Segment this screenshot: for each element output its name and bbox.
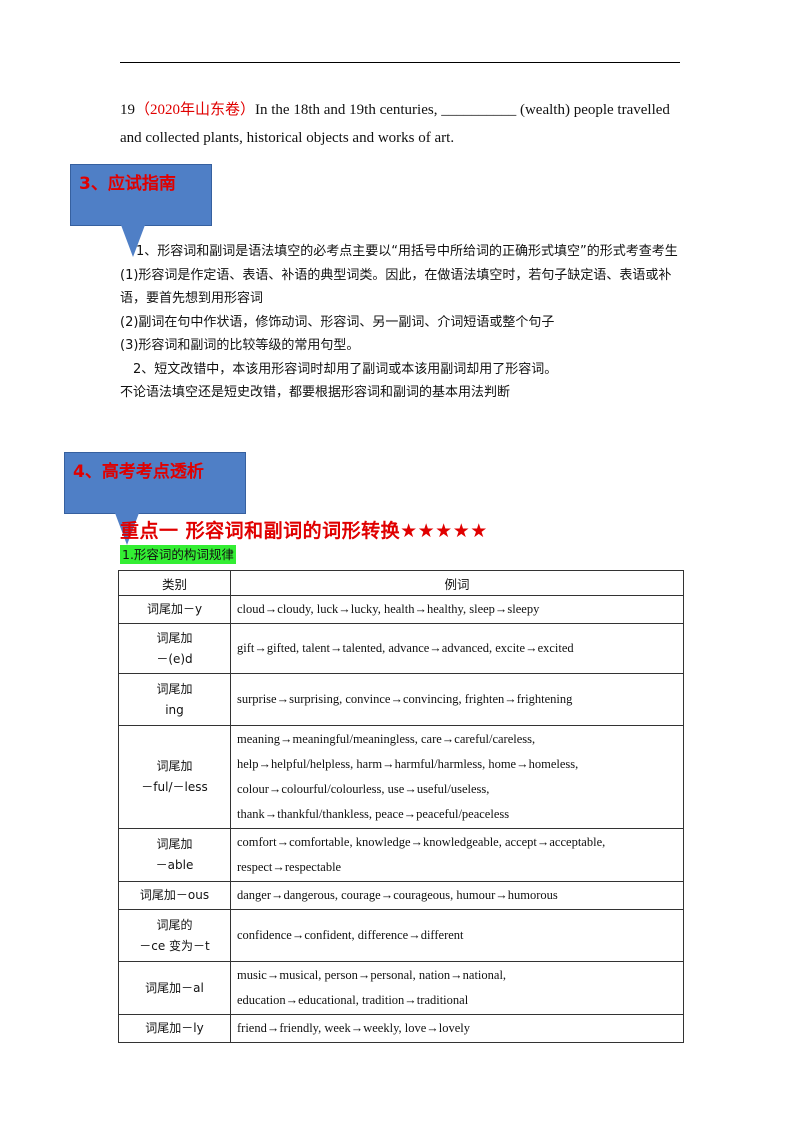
category-cell: 词尾加－(e)d [118,623,231,674]
example-cell: comfort→comfortable, knowledge→knowledge… [230,828,684,882]
table-row: 词尾加－y cloud→cloudy, luck→lucky, health→h… [118,595,684,624]
example-cell: surprise→surprising, convince→convincing… [230,673,684,726]
category-cell: 词尾加－able [118,828,231,882]
guide-text: 1、形容词和副词是语法填空的必考点主要以“用括号中所给词的正确形式填空”的形式考… [120,240,680,405]
table-row: 词尾加－ous danger→dangerous, courage→courag… [118,881,684,910]
banner-tail [115,513,139,545]
guide-line: (1)形容词是作定语、表语、补语的典型词类。因此，在做语法填空时，若句子缺定语、… [120,267,672,307]
category-cell: 词尾加－y [118,595,231,624]
example-cell: danger→dangerous, courage→courageous, hu… [230,881,684,910]
example-cell: cloud→cloudy, luck→lucky, health→healthy… [230,595,684,624]
example-cell: confidence→confident, difference→differe… [230,909,684,962]
question-source: （2020年山东卷） [135,102,256,118]
guide-line: (3)形容词和副词的比较等级的常用句型。 [120,338,360,353]
header-examples: 例词 [230,570,684,596]
category-cell: 词尾的－ce 变为－t [118,909,231,962]
example-cell: friend→friendly, week→weekly, love→lovel… [230,1014,684,1043]
category-cell: 词尾加－al [118,961,231,1015]
table-row: 词尾加－ful/－less meaning→meaningful/meaning… [118,725,684,829]
guide-line: 2、短文改错中，本该用形容词时却用了副词或本该用副词却用了形容词。 [133,361,558,377]
guide-line: 不论语法填空还是短史改错，都要根据形容词和副词的基本用法判断 [120,385,511,400]
guide-line: 1、形容词和副词是语法填空的必考点主要以“用括号中所给词的正确形式填空”的形式考… [136,244,678,259]
example-cell: gift→gifted, talent→talented, advance→ad… [230,623,684,674]
category-cell: 词尾加－ly [118,1014,231,1043]
table-row: 词尾的－ce 变为－t confidence→confident, differ… [118,909,684,962]
banner-tail [121,225,145,257]
header-rule [120,62,680,63]
section-4-title: 4、高考考点透析 [73,462,204,482]
section-3-title: 3、应试指南 [79,174,176,194]
table-row: 词尾加－able comfort→comfortable, knowledge→… [118,828,684,882]
question-19: 19（2020年山东卷）In the 18th and 19th centuri… [120,96,690,152]
guide-line: (2)副词在句中作状语，修饰动词、形容词、另一副词、介词短语或整个句子 [120,314,555,330]
table-row: 词尾加－al music→musical, person→personal, n… [118,961,684,1015]
section-3-banner: 3、应试指南 [70,164,212,257]
table-row: 词尾加－ly friend→friendly, week→weekly, lov… [118,1014,684,1043]
example-cell: meaning→meaningful/meaningless, care→car… [230,725,684,829]
question-text: In the 18th and 19th centuries, ________… [120,102,670,146]
table-subtitle: 1.形容词的构词规律 [120,545,236,564]
adjective-formation-table: 类别 例词 词尾加－y cloud→cloudy, luck→lucky, he… [118,570,684,1043]
key-point-heading: 重点一 形容词和副词的词形转换★★★★★ [120,520,488,542]
question-number: 19 [120,102,135,118]
category-cell: 词尾加－ful/－less [118,725,231,829]
section-4-banner: 4、高考考点透析 [64,452,246,545]
example-cell: music→musical, person→personal, nation→n… [230,961,684,1015]
header-category: 类别 [118,570,231,596]
table-row: 词尾加－(e)d gift→gifted, talent→talented, a… [118,623,684,674]
category-cell: 词尾加－ous [118,881,231,910]
